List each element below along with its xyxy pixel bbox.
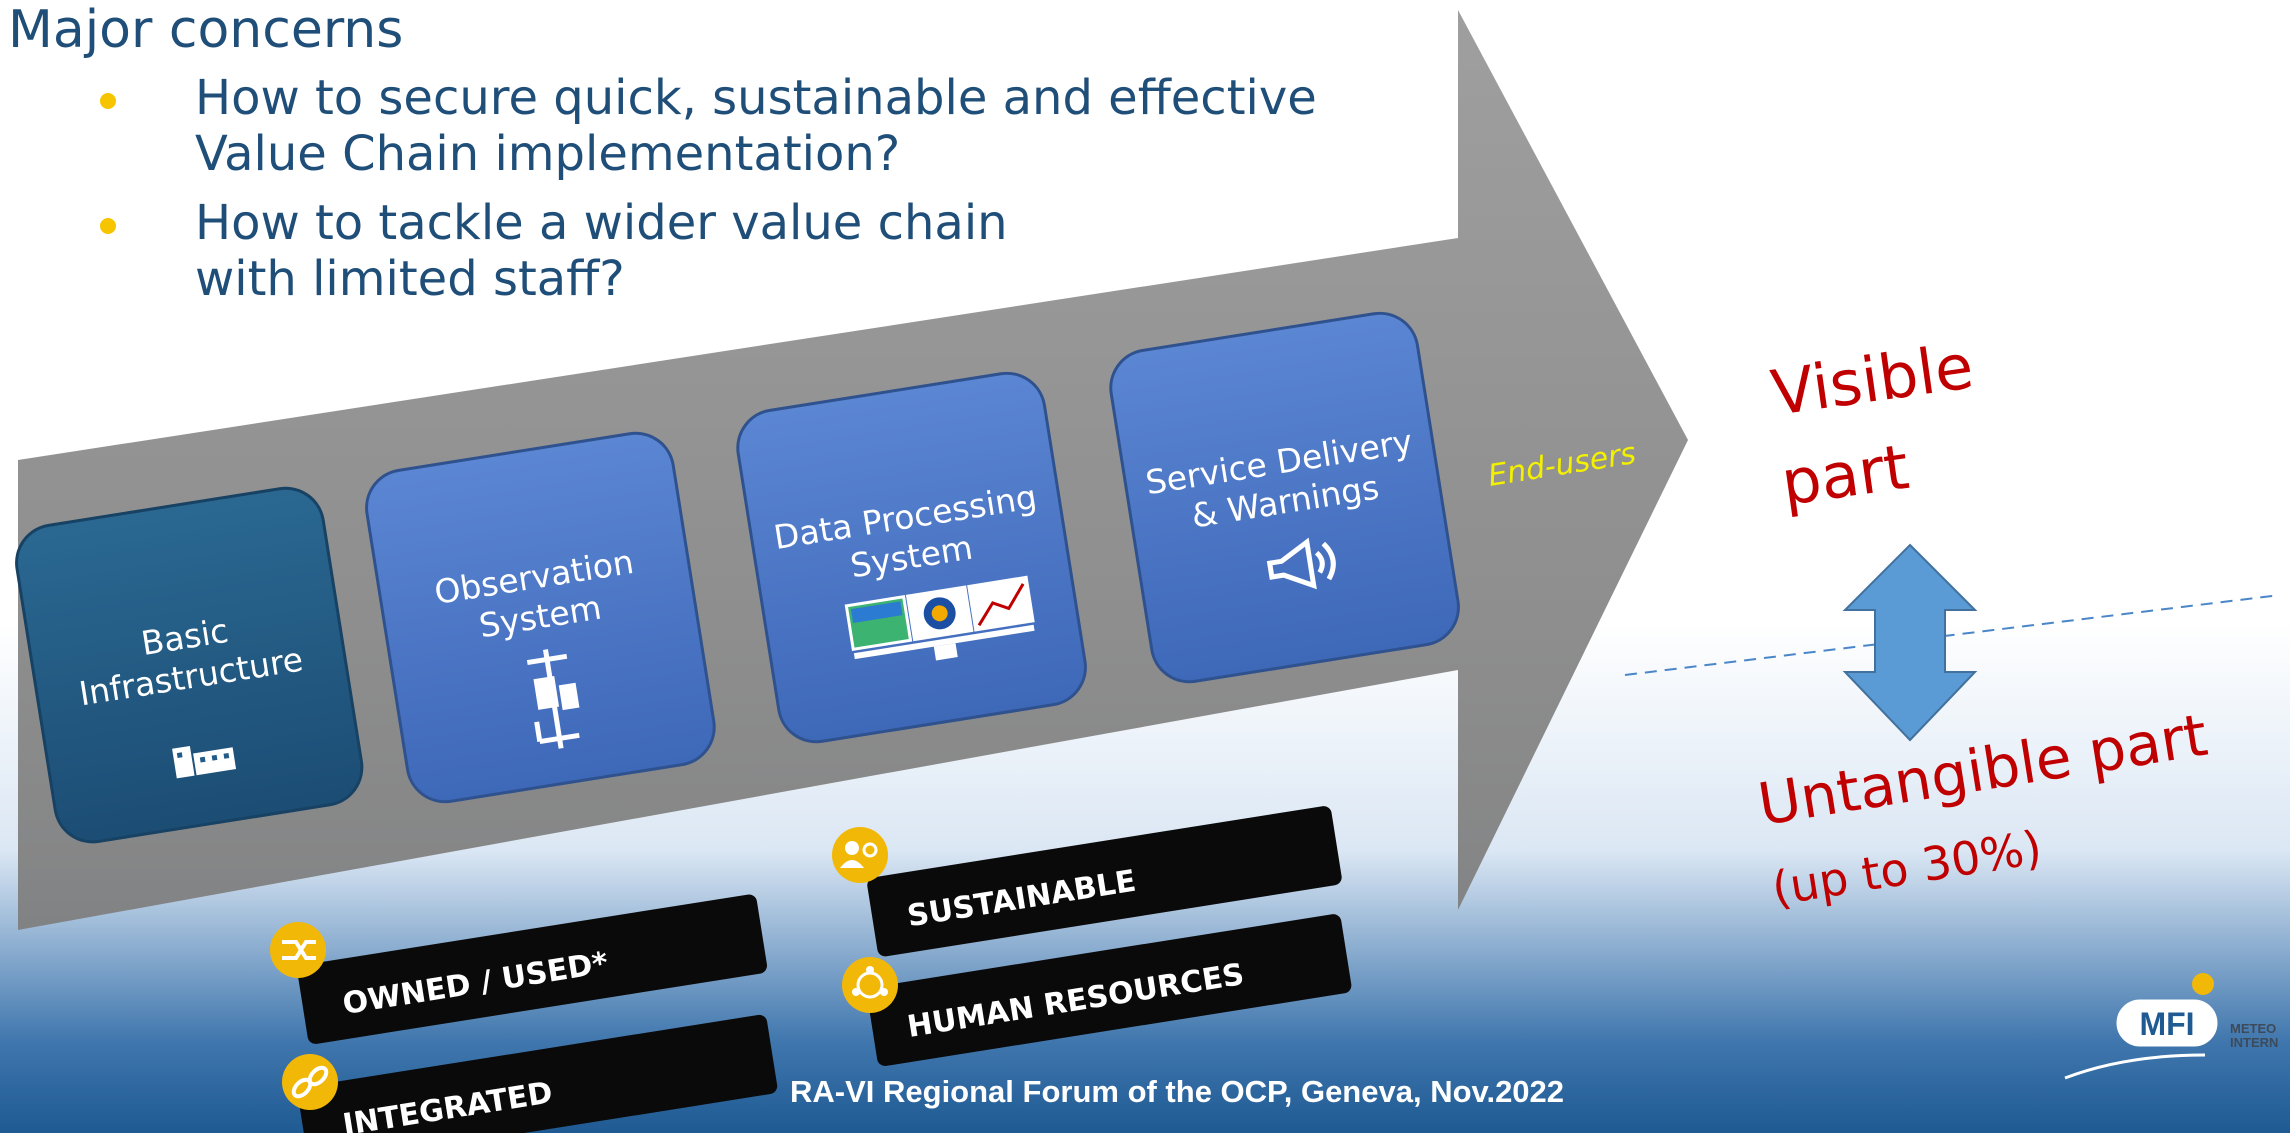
monitors-icon [844, 575, 1035, 661]
box-basic-infrastructure: Basic Infrastructure [15, 486, 364, 844]
weather-station-icon [526, 649, 580, 749]
slide-title: Major concerns [8, 0, 404, 60]
bullet-2-line-2: with limited staff? [195, 251, 625, 307]
mfi-logo-mark: MFI [2064, 973, 2218, 1080]
untangible-part-label: Untangible part [1754, 701, 2212, 839]
bullet-1-line-1: How to secure quick, sustainable and eff… [195, 70, 1317, 126]
tag-sustainable: SUSTAINABLE [867, 806, 1342, 957]
building-icon [172, 745, 237, 779]
visible-part-line-2: part [1777, 430, 1913, 520]
box-data-processing-system: Data Processing System [736, 371, 1087, 744]
box-observation-system: Observation System [365, 431, 716, 804]
bullet-1-line-2: Value Chain implementation? [195, 126, 901, 182]
bullet-1: How to secure quick, sustainable and eff… [195, 70, 1317, 182]
visibility-divider-line [1624, 594, 2281, 676]
logo-caption-line-1: METEO [2230, 1021, 2277, 1036]
bullet-2-line-1: How to tackle a wider value chain [195, 195, 1008, 251]
box-service-delivery: Service Delivery & Warnings [1109, 311, 1460, 684]
shuffle-icon [270, 922, 326, 978]
footer-text: RA-VI Regional Forum of the OCP, Geneva,… [790, 1074, 1565, 1109]
megaphone-icon [1266, 537, 1336, 590]
logo-caption: METEO INTERN [2230, 1022, 2278, 1050]
bullet-dot-1 [100, 93, 116, 109]
double-arrow-icon [1842, 543, 1978, 742]
mfi-logo: MFI METEO INTERN [2055, 960, 2290, 1080]
mfi-logo-text: MFI [2139, 1006, 2194, 1042]
bullet-2: How to tackle a wider value chain with l… [195, 195, 1008, 307]
link-icon [282, 1054, 338, 1110]
untangible-part-note: (up to 30%) [1768, 820, 2045, 916]
tag-human-resources: HUMAN RESOURCES [867, 914, 1352, 1066]
network-icon [842, 957, 898, 1013]
people-gear-icon [832, 827, 888, 883]
tag-integrated: INTEGRATED [297, 1014, 778, 1133]
bullet-dot-2 [100, 218, 116, 234]
logo-caption-line-2: INTERN [2230, 1035, 2279, 1050]
tag-owned-used: OWNED / USED* [297, 894, 768, 1044]
visible-part-line-1: Visible [1767, 329, 1978, 429]
